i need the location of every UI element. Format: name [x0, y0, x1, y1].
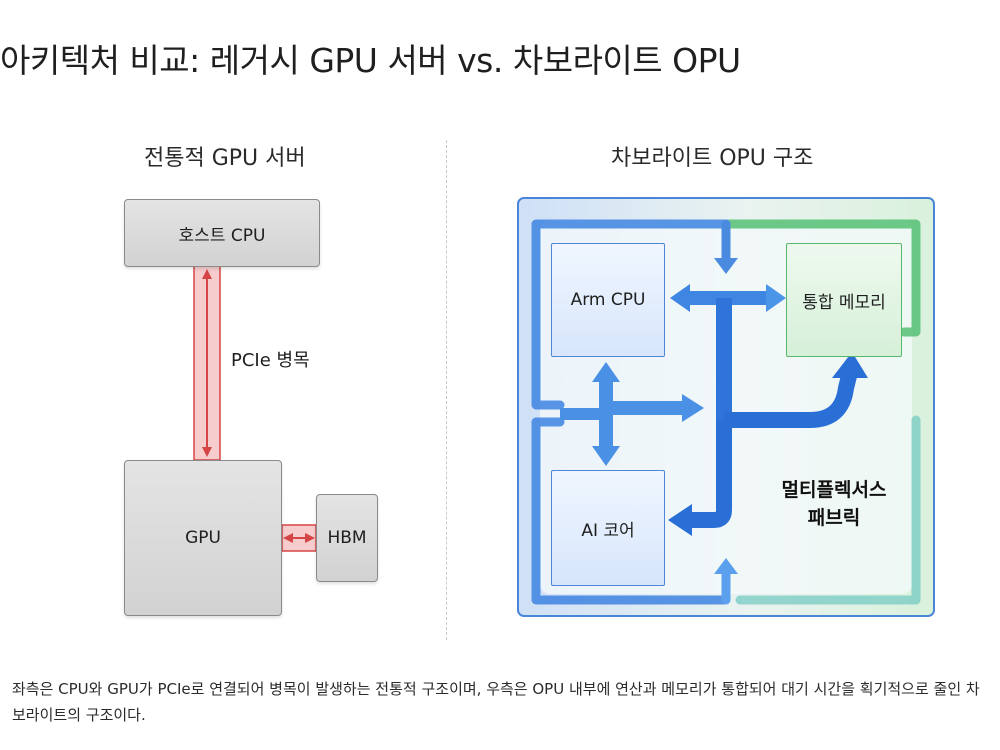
gpu-box: GPU [124, 460, 282, 616]
figure-caption: 좌측은 CPU와 GPU가 PCIe로 연결되어 병목이 발생하는 전통적 구조… [12, 680, 980, 724]
page-title: 아키텍처 비교: 레거시 GPU 서버 vs. 차보라이트 OPU [0, 41, 741, 80]
memory-box: 통합 메모리 [786, 243, 902, 357]
host-cpu-box: 호스트 CPU [124, 199, 320, 267]
fabric-label-line1: 멀티플렉서스 [781, 479, 887, 501]
architecture-diagram: 전통적 GPU 서버 호스트 CPU PCIe 병목 GPU HBM 차보라이트… [0, 120, 1000, 640]
ai-core-box: AI 코어 [551, 470, 665, 586]
fabric-outer-loops [531, 219, 921, 605]
hbm-box: HBM [316, 494, 378, 582]
arm-cpu-label: Arm CPU [570, 290, 646, 310]
gpu-label: GPU [185, 528, 221, 548]
host-cpu-label: 호스트 CPU [178, 225, 266, 246]
left-panel-title: 전통적 GPU 서버 [144, 146, 306, 171]
memory-label: 통합 메모리 [802, 292, 886, 313]
pcie-link [193, 265, 221, 461]
ai-core-label: AI 코어 [581, 520, 635, 541]
hbm-label: HBM [327, 528, 367, 548]
fabric-arrows [560, 284, 868, 536]
arm-cpu-box: Arm CPU [551, 243, 665, 357]
fabric-label: 멀티플렉서스 패브릭 [754, 476, 914, 532]
panel-divider [446, 140, 447, 640]
right-panel-title: 차보라이트 OPU 구조 [611, 146, 814, 171]
fabric-label-line2: 패브릭 [807, 507, 861, 529]
pcie-label: PCIe 병목 [231, 350, 310, 371]
hbm-link [281, 524, 317, 552]
